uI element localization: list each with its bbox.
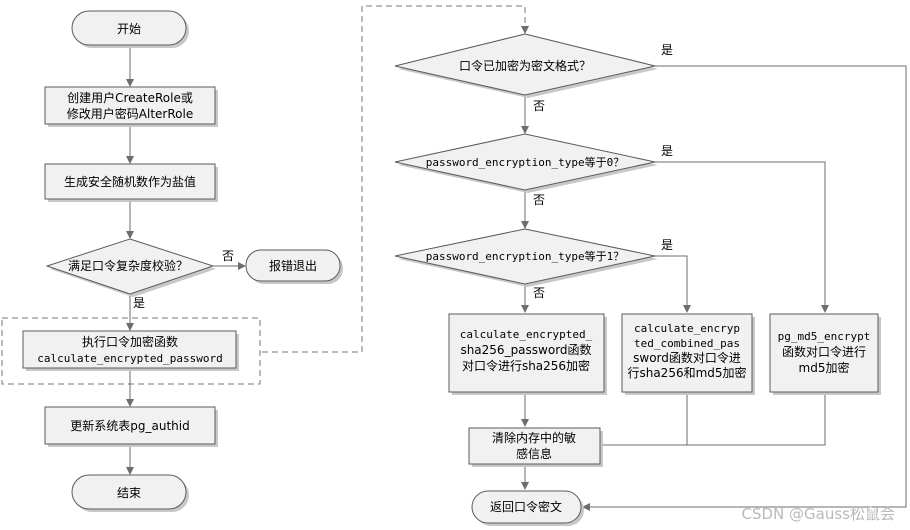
- combined-function-box: calculate_encryp ted_combined_pas sword函…: [621, 313, 755, 395]
- start-label: 开始: [117, 22, 141, 36]
- edge-type1-yes-to-combined: [655, 255, 691, 313]
- watermark-text: CSDN @Gauss松鼠会: [742, 505, 896, 523]
- create-role-line-2: 修改用户密码AlterRole: [67, 106, 193, 121]
- complexity-no-label: 否: [222, 249, 234, 263]
- already-encrypted-decision: 口令已加密为密文格式？: [394, 33, 658, 98]
- md5-line-2: 函数对口令进行: [782, 344, 866, 359]
- exec-encrypt-line-1: 执行口令加密函数: [82, 334, 178, 349]
- combined-line-4: 行sha256和md5加密: [627, 365, 746, 380]
- complexity-check-decision: 满足口令复杂度校验？: [45, 238, 216, 297]
- md5-function-box: pg_md5_encrypt 函数对口令进行 md5加密: [769, 313, 881, 395]
- md5-line-1: pg_md5_encrypt: [778, 330, 871, 343]
- clear-memory-line-1: 清除内存中的敏: [492, 430, 576, 445]
- combined-line-1: calculate_encryp: [634, 322, 740, 335]
- type-eq-1-decision: password_encryption_type等于1？: [394, 228, 658, 287]
- edge-combined-to-clear: [601, 392, 688, 446]
- error-exit-label: 报错退出: [269, 258, 317, 273]
- type0-no-label: 否: [533, 193, 545, 207]
- update-table-box: 更新系统表pg_authid: [44, 406, 218, 447]
- type0-yes-label: 是: [661, 144, 673, 158]
- type1-no-label: 否: [533, 286, 545, 300]
- gen-salt-label: 生成安全随机数作为盐值: [64, 174, 196, 189]
- clear-memory-box: 清除内存中的敏 感信息: [468, 427, 603, 467]
- dashed-subprocess-frame: [1, 317, 261, 385]
- edge-enc-yes-to-return: [582, 65, 907, 511]
- end-label: 结束: [117, 486, 141, 500]
- dashed-connector-line: [262, 5, 529, 353]
- md5-line-3: md5加密: [799, 360, 850, 375]
- type1-yes-label: 是: [661, 238, 673, 252]
- edge-md5-to-clear: [687, 392, 826, 446]
- type-eq-0-label: password_encryption_type等于0？: [426, 155, 625, 169]
- update-table-label: 更新系统表pg_authid: [70, 418, 189, 433]
- complexity-check-label: 满足口令复杂度校验？: [68, 258, 188, 273]
- end-node: 结束: [71, 474, 189, 512]
- type-eq-0-decision: password_encryption_type等于0？: [394, 133, 658, 193]
- sha256-line-2: sha256_password函数: [460, 342, 591, 357]
- create-role-box: 创建用户CreateRole或 修改用户密码AlterRole: [44, 86, 218, 127]
- combined-line-2: ted_combined_pas: [634, 337, 740, 350]
- complexity-yes-label: 是: [133, 296, 145, 310]
- return-cipher-label: 返回口令密文: [490, 499, 562, 514]
- sha256-function-box: calculate_encrypted_ sha256_password函数 对…: [448, 313, 607, 395]
- encrypted-no-label: 否: [533, 99, 545, 113]
- already-encrypted-label: 口令已加密为密文格式？: [459, 58, 591, 73]
- sha256-line-1: calculate_encrypted_: [460, 328, 593, 341]
- combined-line-3: sword函数对口令进: [633, 350, 741, 365]
- type-eq-1-label: password_encryption_type等于1？: [426, 249, 625, 263]
- create-role-line-1: 创建用户CreateRole或: [67, 90, 193, 105]
- exec-encrypt-box: 执行口令加密函数 calculate_encrypted_password: [22, 330, 239, 371]
- encrypted-yes-label: 是: [661, 43, 673, 57]
- start-node: 开始: [71, 10, 189, 48]
- clear-memory-line-2: 感信息: [516, 446, 552, 461]
- gen-salt-box: 生成安全随机数作为盐值: [44, 163, 218, 202]
- return-cipher-node: 返回口令密文: [471, 490, 584, 526]
- error-exit-node: 报错退出: [245, 249, 343, 284]
- exec-encrypt-line-2: calculate_encrypted_password: [37, 352, 222, 365]
- sha256-line-3: 对口令进行sha256加密: [462, 358, 590, 373]
- edge-type0-yes-to-md5: [655, 161, 829, 313]
